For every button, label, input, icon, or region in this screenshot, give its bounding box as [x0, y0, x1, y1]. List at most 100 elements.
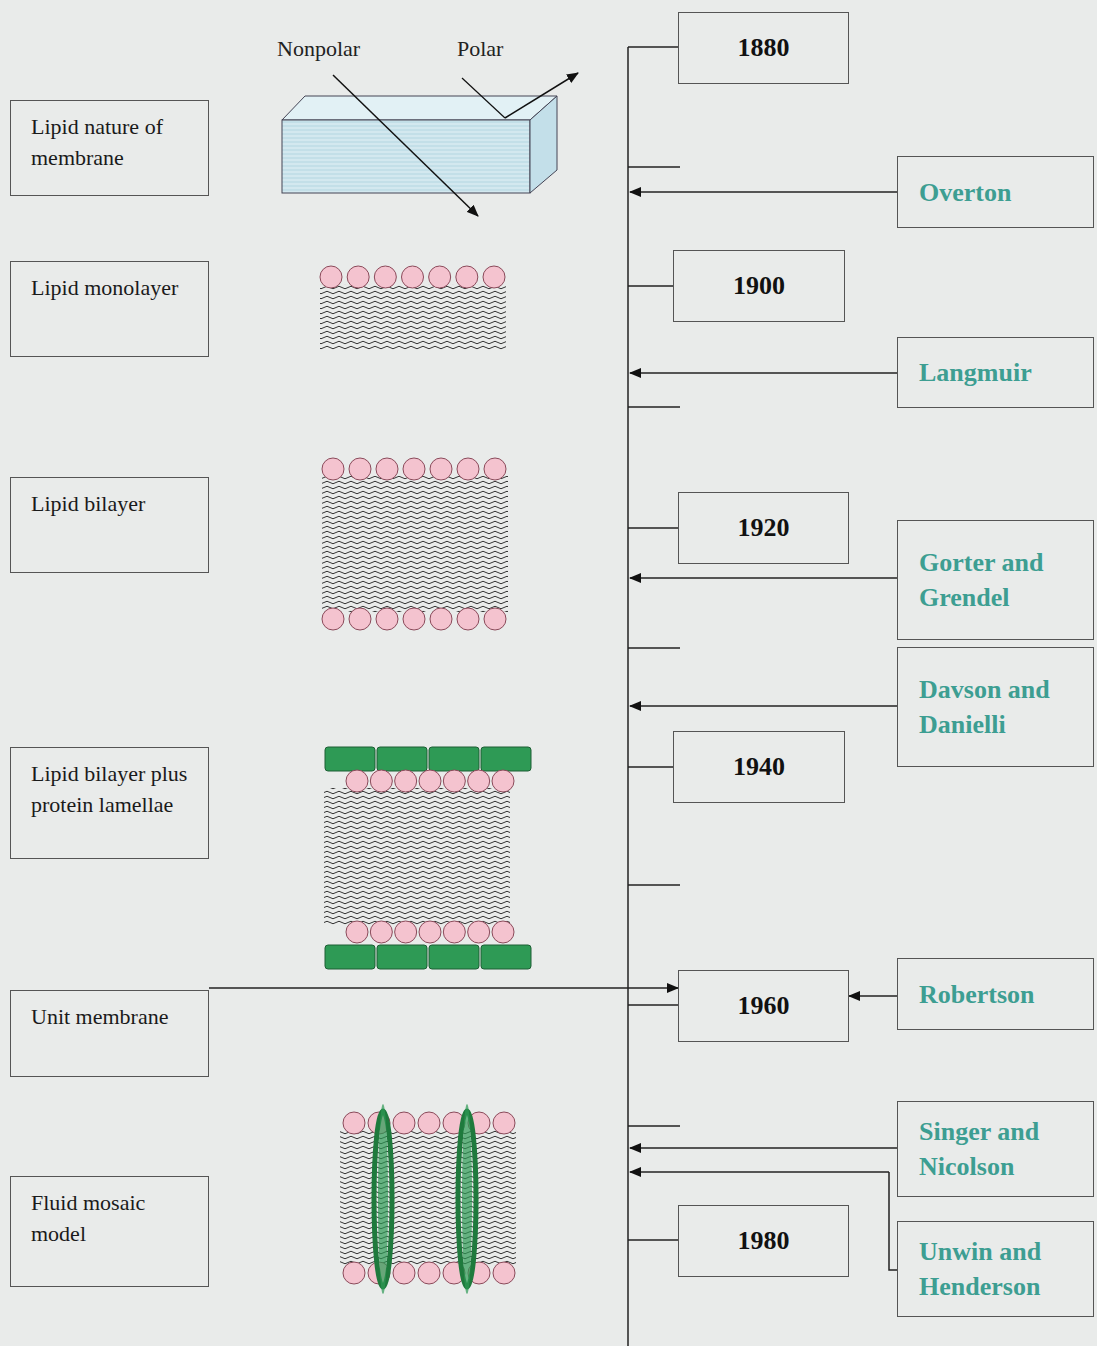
node-text: 1880 — [738, 33, 790, 63]
concept-box: Lipid monolayer — [10, 261, 209, 357]
node-text: Lipid nature of membrane — [31, 111, 202, 173]
node-text: Robertson — [919, 977, 1087, 1012]
lipid-head — [370, 921, 392, 943]
protein-lamella — [325, 945, 375, 969]
lipid-head — [484, 458, 506, 480]
lipid-head — [430, 608, 452, 630]
lipid-head — [492, 770, 514, 792]
lipid-head — [403, 458, 425, 480]
lipid-head — [393, 1112, 415, 1134]
lipid-head — [418, 1262, 440, 1284]
lipid-head — [347, 266, 369, 288]
node-text: 1960 — [738, 991, 790, 1021]
concept-box: Lipid nature of membrane — [10, 100, 209, 196]
scientist-box: Singer and Nicolson — [897, 1101, 1094, 1197]
scientist-box: Unwin and Henderson — [897, 1221, 1094, 1317]
concept-box: Lipid bilayer — [10, 477, 209, 573]
polar-arrow — [505, 73, 578, 118]
node-text: 1940 — [733, 752, 785, 782]
lipid-head — [457, 458, 479, 480]
node-text: 1920 — [738, 513, 790, 543]
lipid-tails — [324, 788, 510, 925]
lipid-head — [484, 608, 506, 630]
scientist-box: Robertson — [897, 958, 1094, 1030]
lipid-head — [320, 266, 342, 288]
lipid-head — [370, 770, 392, 792]
concept-box: Fluid mosaic model — [10, 1176, 209, 1287]
protein-lamella — [377, 945, 427, 969]
lipid-head — [468, 921, 490, 943]
lipid-head — [376, 458, 398, 480]
year-box: 1900 — [673, 250, 845, 322]
lipid-head — [343, 1262, 365, 1284]
lipid-head — [322, 458, 344, 480]
lipid-head — [457, 608, 479, 630]
timeline-arrow — [630, 192, 897, 1270]
node-text: 1900 — [733, 271, 785, 301]
node-text: 1980 — [738, 1226, 790, 1256]
arrow-label: Nonpolar — [277, 36, 360, 62]
node-text: Gorter and Grendel — [919, 545, 1087, 615]
year-box: 1980 — [678, 1205, 849, 1277]
scientist-box: Davson and Danielli — [897, 647, 1094, 767]
protein-lamella — [377, 747, 427, 771]
lipid-head — [492, 921, 514, 943]
nonpolar-arrow — [333, 75, 478, 216]
lipid-head — [493, 1112, 515, 1134]
integral-protein — [378, 1104, 472, 1294]
year-box: 1960 — [678, 970, 849, 1042]
node-text: Langmuir — [919, 355, 1087, 390]
year-box: 1920 — [678, 492, 849, 564]
lipid-head — [419, 921, 441, 943]
lipid-head — [346, 921, 368, 943]
arrow-label: Polar — [457, 36, 503, 62]
year-box: 1940 — [673, 731, 845, 803]
lipid-tails — [340, 1130, 516, 1266]
scientist-box: Langmuir — [897, 337, 1094, 408]
lipid-head — [443, 770, 465, 792]
lipid-head — [443, 921, 465, 943]
lipid-head — [349, 458, 371, 480]
node-text: Unwin and Henderson — [919, 1234, 1087, 1304]
protein-lamella — [481, 945, 531, 969]
polar-leader — [462, 78, 505, 118]
lipid-head — [402, 266, 424, 288]
scientist-box: Gorter and Grendel — [897, 520, 1094, 640]
node-text: Singer and Nicolson — [919, 1114, 1087, 1184]
lipid-head — [483, 266, 505, 288]
protein-lamella — [429, 945, 479, 969]
lipid-head — [393, 1262, 415, 1284]
lipid-head — [349, 608, 371, 630]
lipid-head — [419, 770, 441, 792]
lipid-head — [343, 1112, 365, 1134]
node-text: Lipid monolayer — [31, 272, 202, 303]
lipid-head — [429, 266, 451, 288]
lipid-head — [468, 770, 490, 792]
node-text: Overton — [919, 175, 1087, 210]
timeline — [628, 47, 680, 1346]
node-text: Davson and Danielli — [919, 672, 1087, 742]
node-text: Unit membrane — [31, 1001, 202, 1032]
scientist-box: Overton — [897, 156, 1094, 228]
protein-lamella — [429, 747, 479, 771]
lipid-tails — [322, 476, 508, 612]
lipid-head — [346, 770, 368, 792]
lipid-head — [403, 608, 425, 630]
lipid-head — [322, 608, 344, 630]
year-box: 1880 — [678, 12, 849, 84]
lipid-head — [374, 266, 396, 288]
lipid-head — [395, 921, 417, 943]
integral-protein — [374, 1111, 476, 1287]
connector-arrow — [209, 987, 678, 989]
protein-lamella — [481, 747, 531, 771]
lipid-head — [418, 1112, 440, 1134]
node-text: Lipid bilayer plus protein lamellae — [31, 758, 202, 820]
lipid-head — [376, 608, 398, 630]
lipid-tails — [320, 284, 506, 350]
node-text: Fluid mosaic model — [31, 1187, 202, 1249]
node-text: Lipid bilayer — [31, 488, 202, 519]
concept-box: Unit membrane — [10, 990, 209, 1077]
lipid-head — [493, 1262, 515, 1284]
lipid-head — [430, 458, 452, 480]
